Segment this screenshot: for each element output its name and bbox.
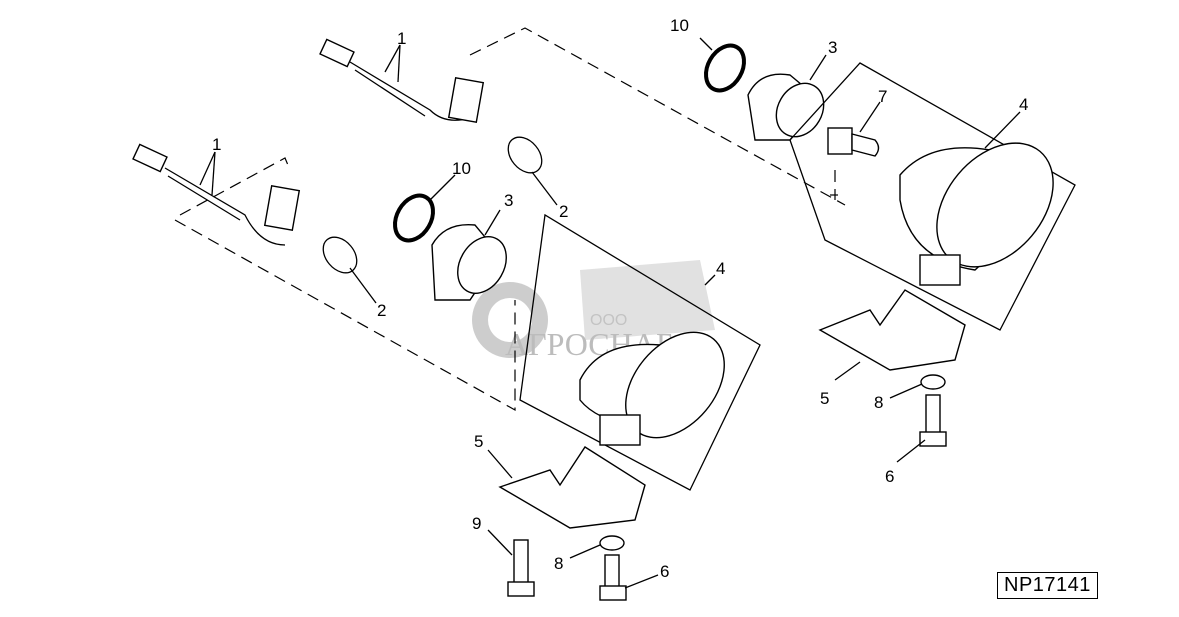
bolt-part-9: [507, 539, 535, 597]
work-lamp-left-part-4: [519, 213, 761, 491]
watermark-logo: ООО АГРОСНАБ: [472, 260, 715, 362]
o-ring-part-10: [393, 193, 435, 243]
callout-3: 3: [828, 38, 837, 57]
cap-part-3: [431, 223, 507, 301]
callout-4: 4: [1019, 95, 1028, 114]
figure-id-label: NP17141: [997, 572, 1098, 599]
o-ring-part-10: [704, 43, 746, 93]
assembly-lines: [174, 27, 846, 412]
bracket-part-5: [818, 289, 966, 371]
leader-lines: [199, 37, 1021, 589]
clip-part-2: [322, 236, 358, 274]
callout-2: 2: [377, 301, 386, 320]
bolt-part-6: [919, 394, 947, 447]
callout-3: 3: [504, 191, 513, 210]
callout-8: 8: [554, 554, 563, 573]
cap-part-3: [747, 73, 825, 141]
callout-10: 10: [452, 159, 471, 178]
callout-1: 1: [212, 135, 221, 154]
callout-9: 9: [472, 514, 481, 533]
callout-6: 6: [885, 467, 894, 486]
bracket-part-5: [498, 446, 646, 529]
callout-6: 6: [660, 562, 669, 581]
callout-8: 8: [874, 393, 883, 412]
bolt-part-6: [599, 554, 627, 601]
callout-10: 10: [670, 16, 689, 35]
callout-5: 5: [474, 432, 483, 451]
watermark-text-top: ООО: [590, 312, 627, 329]
wiring-harness-lower: [132, 143, 301, 246]
callout-1: 1: [397, 29, 406, 48]
callout-4: 4: [716, 259, 725, 278]
clip-part-2: [507, 136, 543, 174]
callout-7: 7: [878, 87, 887, 106]
callout-2: 2: [559, 202, 568, 221]
washer-part-8: [920, 374, 946, 390]
callout-5: 5: [820, 389, 829, 408]
bulb-part-7: [827, 127, 880, 157]
washer-part-8: [599, 535, 625, 551]
wiring-harness-upper: [319, 38, 485, 123]
callout-labels: 1 1 2 2 3 3 4 4 5 5 6 6 7 8 8 9 10 10: [212, 16, 1028, 581]
work-lamp-right-part-4: [789, 62, 1076, 331]
